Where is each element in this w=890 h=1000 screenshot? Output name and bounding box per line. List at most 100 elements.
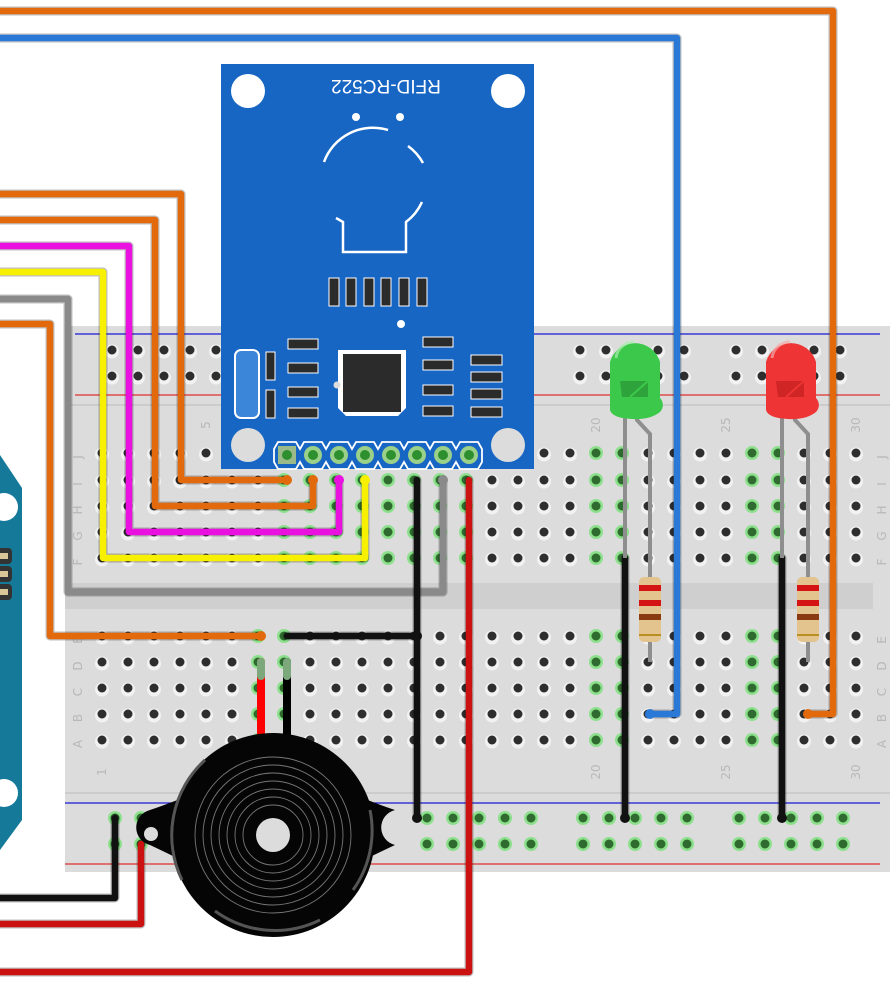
- breadboard-hole[interactable]: [485, 474, 499, 489]
- breadboard-hole-connected[interactable]: [446, 811, 460, 825]
- breadboard-hole[interactable]: [183, 370, 197, 385]
- led-green[interactable]: [610, 340, 663, 558]
- breadboard-hole[interactable]: [563, 500, 577, 515]
- breadboard-hole-connected[interactable]: [836, 837, 850, 851]
- breadboard-hole[interactable]: [849, 682, 863, 697]
- breadboard-hole[interactable]: [147, 656, 161, 671]
- piezo-buzzer[interactable]: [136, 733, 403, 937]
- breadboard-hole[interactable]: [833, 344, 847, 359]
- breadboard-hole[interactable]: [95, 682, 109, 697]
- breadboard-hole[interactable]: [225, 708, 239, 723]
- breadboard-hole[interactable]: [563, 526, 577, 541]
- breadboard-hole[interactable]: [303, 656, 317, 671]
- breadboard-hole-connected[interactable]: [745, 681, 759, 695]
- breadboard-hole[interactable]: [433, 630, 447, 645]
- breadboard-hole[interactable]: [485, 708, 499, 723]
- breadboard-hole-connected[interactable]: [784, 811, 798, 825]
- breadboard-hole[interactable]: [849, 656, 863, 671]
- breadboard-hole[interactable]: [693, 500, 707, 515]
- wire-magenta-rfid-pin3[interactable]: [0, 241, 344, 537]
- breadboard-hole[interactable]: [537, 447, 551, 462]
- breadboard-hole[interactable]: [511, 656, 525, 671]
- breadboard-hole[interactable]: [563, 552, 577, 567]
- breadboard-hole[interactable]: [303, 682, 317, 697]
- breadboard-hole[interactable]: [693, 682, 707, 697]
- breadboard-hole-connected[interactable]: [732, 811, 746, 825]
- breadboard-hole[interactable]: [719, 474, 733, 489]
- breadboard-hole[interactable]: [563, 682, 577, 697]
- breadboard-hole[interactable]: [693, 526, 707, 541]
- rfid-pin-5[interactable]: [382, 446, 400, 464]
- breadboard-hole[interactable]: [433, 708, 447, 723]
- wire-black-led-red-gnd[interactable]: [777, 553, 787, 823]
- breadboard-hole-connected[interactable]: [745, 733, 759, 747]
- breadboard-hole[interactable]: [355, 734, 369, 749]
- breadboard-hole[interactable]: [797, 682, 811, 697]
- breadboard-hole[interactable]: [849, 474, 863, 489]
- breadboard-hole-connected[interactable]: [745, 551, 759, 565]
- breadboard-hole[interactable]: [131, 370, 145, 385]
- breadboard-hole[interactable]: [719, 656, 733, 671]
- breadboard-hole[interactable]: [693, 656, 707, 671]
- breadboard-hole[interactable]: [729, 344, 743, 359]
- breadboard-hole-connected[interactable]: [589, 707, 603, 721]
- breadboard-hole[interactable]: [563, 656, 577, 671]
- breadboard-hole[interactable]: [537, 500, 551, 515]
- wire-black-led-green-gnd[interactable]: [620, 553, 630, 823]
- wire-orange-top-long[interactable]: [0, 6, 838, 719]
- breadboard-hole[interactable]: [563, 630, 577, 645]
- breadboard-hole-connected[interactable]: [732, 837, 746, 851]
- breadboard-hole[interactable]: [95, 734, 109, 749]
- breadboard-hole[interactable]: [537, 630, 551, 645]
- breadboard-hole[interactable]: [729, 370, 743, 385]
- breadboard-hole-connected[interactable]: [589, 499, 603, 513]
- breadboard-hole-connected[interactable]: [524, 811, 538, 825]
- rfid-pin-6[interactable]: [408, 446, 426, 464]
- breadboard-hole[interactable]: [173, 708, 187, 723]
- breadboard-hole[interactable]: [719, 552, 733, 567]
- breadboard-hole-connected[interactable]: [446, 837, 460, 851]
- breadboard-hole[interactable]: [823, 734, 837, 749]
- breadboard-hole-connected[interactable]: [589, 629, 603, 643]
- breadboard-hole-connected[interactable]: [381, 525, 395, 539]
- breadboard-hole[interactable]: [537, 708, 551, 723]
- breadboard-hole[interactable]: [199, 656, 213, 671]
- breadboard-hole[interactable]: [849, 630, 863, 645]
- breadboard-hole[interactable]: [209, 370, 223, 385]
- breadboard-hole-connected[interactable]: [602, 811, 616, 825]
- breadboard-hole-connected[interactable]: [758, 837, 772, 851]
- breadboard-hole-connected[interactable]: [745, 525, 759, 539]
- breadboard-hole[interactable]: [537, 682, 551, 697]
- breadboard-hole[interactable]: [381, 682, 395, 697]
- breadboard-hole-connected[interactable]: [420, 811, 434, 825]
- breadboard-hole-connected[interactable]: [654, 837, 668, 851]
- breadboard-hole-connected[interactable]: [628, 811, 642, 825]
- breadboard-hole[interactable]: [121, 734, 135, 749]
- breadboard-hole[interactable]: [719, 734, 733, 749]
- wire-blue-top[interactable]: [0, 33, 682, 719]
- breadboard-hole[interactable]: [719, 708, 733, 723]
- breadboard-hole[interactable]: [485, 734, 499, 749]
- wire-gray-rfid-pin7[interactable]: [0, 294, 448, 597]
- breadboard-hole[interactable]: [173, 656, 187, 671]
- breadboard-hole[interactable]: [433, 734, 447, 749]
- breadboard-hole[interactable]: [511, 500, 525, 515]
- breadboard-hole-connected[interactable]: [654, 811, 668, 825]
- breadboard-hole[interactable]: [433, 656, 447, 671]
- rfid-pin-7[interactable]: [434, 446, 452, 464]
- breadboard-hole[interactable]: [173, 682, 187, 697]
- breadboard-hole[interactable]: [355, 656, 369, 671]
- breadboard-hole[interactable]: [693, 630, 707, 645]
- breadboard-hole[interactable]: [511, 552, 525, 567]
- rfid-module[interactable]: RFID-RC522: [221, 64, 534, 470]
- breadboard-hole[interactable]: [641, 682, 655, 697]
- breadboard-hole[interactable]: [537, 734, 551, 749]
- breadboard-hole-connected[interactable]: [784, 837, 798, 851]
- breadboard-hole[interactable]: [121, 708, 135, 723]
- breadboard-hole-connected[interactable]: [589, 525, 603, 539]
- breadboard-hole[interactable]: [147, 682, 161, 697]
- breadboard-hole[interactable]: [485, 682, 499, 697]
- breadboard-hole[interactable]: [833, 370, 847, 385]
- breadboard-hole[interactable]: [693, 734, 707, 749]
- breadboard-hole[interactable]: [381, 734, 395, 749]
